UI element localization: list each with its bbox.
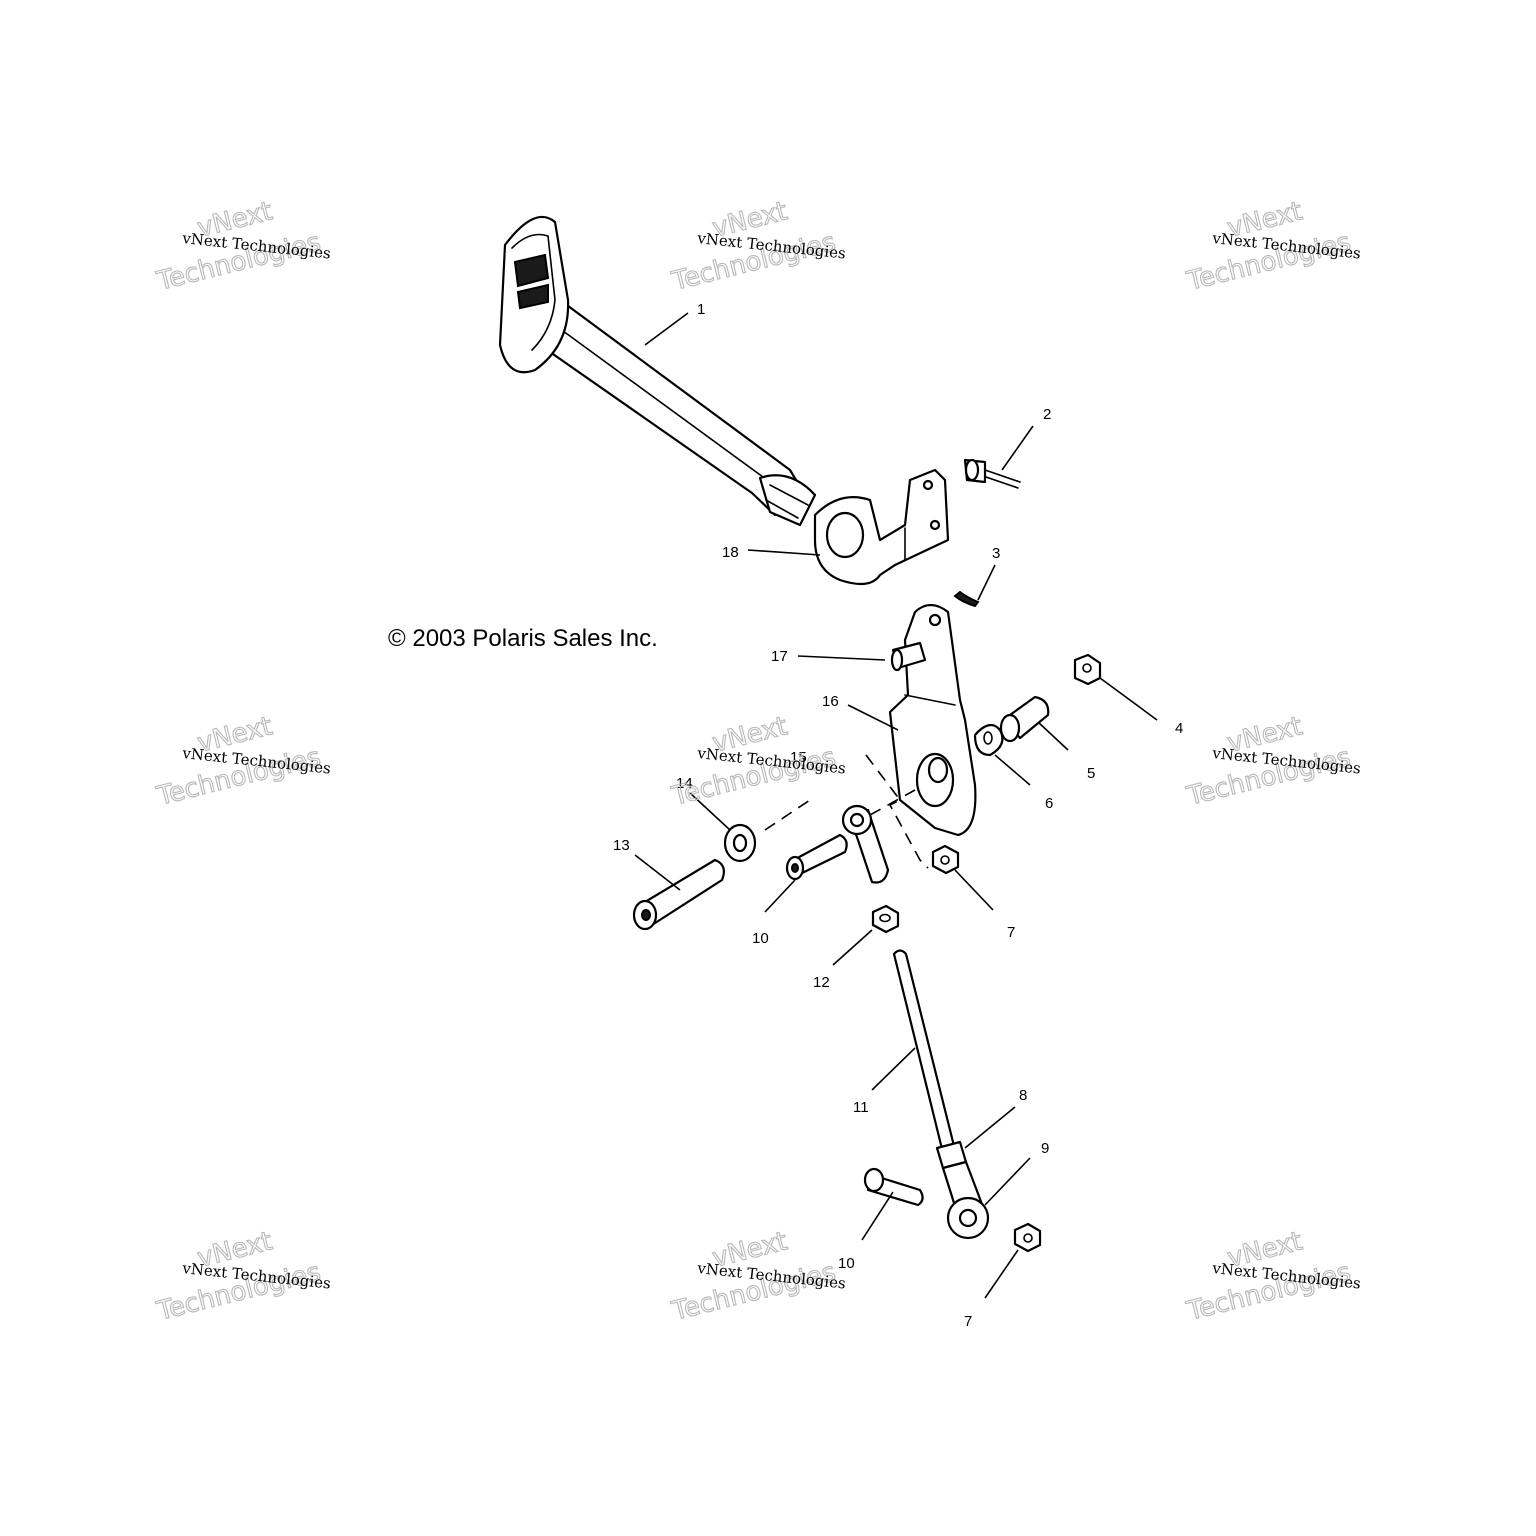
callout-5: 5: [1087, 765, 1095, 782]
pivot-bracket: [888, 603, 977, 837]
callout-1: 1: [697, 301, 705, 318]
pedal-bracket: [813, 468, 950, 586]
cotter-pin: [953, 590, 980, 608]
watermark-9: vNext Technologies vNext Technologies: [1183, 1226, 1362, 1328]
callout-12: 12: [813, 974, 830, 991]
bolt-lower: [863, 1167, 924, 1207]
callout-7b: 7: [964, 1313, 972, 1330]
bushing: [999, 695, 1050, 743]
jam-nut: [871, 904, 900, 934]
watermark-2: vNext Technologies vNext Technologies: [668, 196, 847, 298]
callout-7a: 7: [1007, 924, 1015, 941]
callout-6: 6: [1045, 795, 1053, 812]
callout-18: 18: [722, 544, 739, 561]
bolt-upper: [785, 833, 848, 881]
callout-9: 9: [1041, 1140, 1049, 1157]
brake-pedal: [498, 215, 817, 527]
callout-14: 14: [676, 775, 693, 792]
brake-rod: [892, 949, 957, 1155]
callout-10a: 10: [752, 930, 769, 947]
callout-11: 11: [853, 1099, 869, 1116]
watermark-1: vNext Technologies vNext Technologies: [153, 196, 332, 298]
callout-13: 13: [613, 837, 630, 854]
clevis-pin: [963, 458, 1021, 489]
callout-4: 4: [1175, 720, 1183, 737]
rod-end-lower: [941, 1160, 990, 1240]
lock-nut-lower: [1013, 1222, 1042, 1253]
callout-15: 15: [790, 749, 807, 766]
watermark-6: vNext Technologies vNext Technologies: [1183, 711, 1362, 813]
watermark-7: vNext Technologies vNext Technologies: [153, 1226, 332, 1328]
callout-10b: 10: [838, 1255, 855, 1272]
shoulder-bolt: [632, 858, 725, 931]
lock-nut-middle: [931, 844, 960, 875]
bracket-pin: [890, 641, 927, 672]
washer: [723, 823, 757, 863]
callout-8: 8: [1019, 1087, 1027, 1104]
watermark-5: vNext Technologies vNext Technologies: [668, 711, 847, 813]
copyright-notice: © 2003 Polaris Sales Inc.: [388, 625, 658, 652]
watermark-3: vNext Technologies vNext Technologies: [1183, 196, 1362, 298]
callout-2: 2: [1043, 406, 1051, 423]
rod-end-upper: [841, 804, 890, 884]
callout-3: 3: [992, 545, 1000, 562]
watermark-4: vNext Technologies vNext Technologies: [153, 711, 332, 813]
callout-16: 16: [822, 693, 839, 710]
watermark-8: vNext Technologies vNext Technologies: [668, 1226, 847, 1328]
callout-17: 17: [771, 648, 788, 665]
washer-pivot: [973, 723, 1004, 757]
lock-nut-upper: [1073, 653, 1102, 686]
